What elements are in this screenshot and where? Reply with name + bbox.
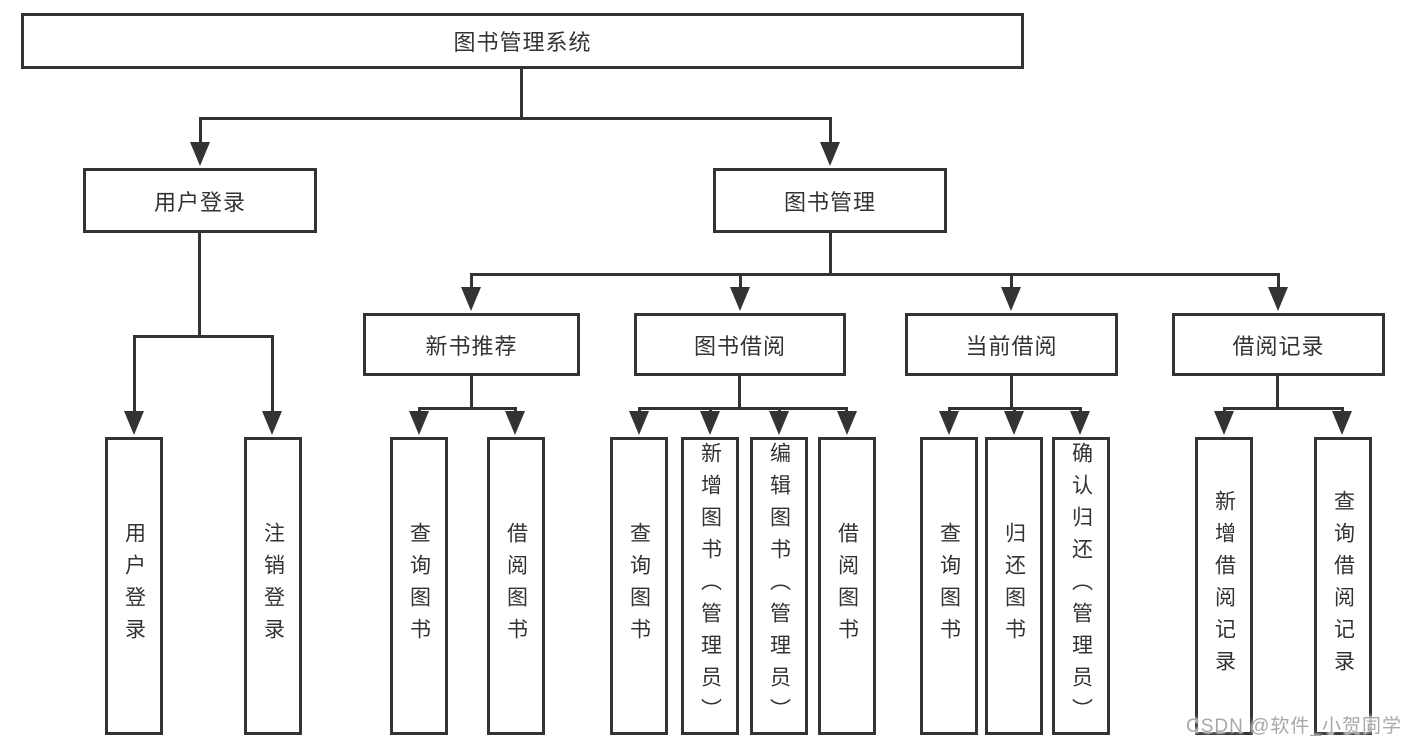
leaf-label: 借阅图书 bbox=[504, 522, 528, 650]
leaf-edit-books-admin: 编辑图书（管理员） bbox=[750, 437, 808, 735]
arrow-down-icon bbox=[461, 287, 481, 311]
arrow-down-icon bbox=[409, 411, 429, 435]
arrow-down-icon bbox=[837, 411, 857, 435]
arrow-down-icon bbox=[730, 287, 750, 311]
node-book-management-system: 图书管理系统 bbox=[21, 13, 1024, 69]
node-label: 新书推荐 bbox=[425, 333, 518, 359]
watermark: CSDN @软件_小贺同学 bbox=[1186, 716, 1402, 737]
arrow-down-icon bbox=[124, 411, 144, 435]
leaf-logout: 注销登录 bbox=[244, 437, 302, 735]
node-label: 借阅记录 bbox=[1232, 333, 1325, 359]
connector-line bbox=[198, 233, 201, 338]
leaf-add-borrow-record: 新增借阅记录 bbox=[1195, 437, 1253, 735]
connector-line bbox=[199, 117, 831, 120]
connector-line bbox=[271, 335, 274, 417]
connector-line bbox=[418, 407, 517, 410]
connector-line bbox=[829, 233, 832, 276]
connector-line bbox=[829, 117, 832, 148]
leaf-label: 编辑图书（管理员） bbox=[767, 442, 791, 730]
leaf-label: 归还图书 bbox=[1002, 522, 1026, 650]
node-borrow-records: 借阅记录 bbox=[1172, 313, 1385, 376]
arrow-down-icon bbox=[1004, 411, 1024, 435]
connector-line bbox=[470, 273, 473, 292]
node-label: 图书管理 bbox=[783, 189, 876, 215]
arrow-down-icon bbox=[820, 142, 840, 166]
leaf-query-books-recommend: 查询图书 bbox=[390, 437, 448, 735]
leaf-label: 新增图书（管理员） bbox=[698, 442, 722, 730]
leaf-user-login: 用户登录 bbox=[105, 437, 163, 735]
connector-line bbox=[199, 117, 202, 148]
leaf-query-books-current: 查询图书 bbox=[920, 437, 978, 735]
connector-line bbox=[1010, 376, 1013, 410]
connector-line bbox=[1277, 273, 1280, 292]
connector-line bbox=[1010, 273, 1013, 292]
connector-line bbox=[638, 407, 848, 410]
arrow-down-icon bbox=[262, 411, 282, 435]
leaf-label: 注销登录 bbox=[261, 522, 285, 650]
arrow-down-icon bbox=[1332, 411, 1352, 435]
leaf-borrow-books: 借阅图书 bbox=[818, 437, 876, 735]
leaf-add-books-admin: 新增图书（管理员） bbox=[681, 437, 739, 735]
connector-line bbox=[470, 273, 1280, 276]
leaf-return-books: 归还图书 bbox=[985, 437, 1043, 735]
node-label: 当前借阅 bbox=[965, 333, 1058, 359]
node-label: 图书借阅 bbox=[693, 333, 786, 359]
arrow-down-icon bbox=[629, 411, 649, 435]
connector-line bbox=[1223, 407, 1344, 410]
connector-line bbox=[739, 273, 742, 292]
node-current-borrow: 当前借阅 bbox=[905, 313, 1118, 376]
leaf-label: 查询借阅记录 bbox=[1331, 490, 1355, 682]
node-label: 用户登录 bbox=[153, 189, 246, 215]
node-label: 图书管理系统 bbox=[453, 30, 592, 55]
leaf-label: 查询图书 bbox=[937, 522, 961, 650]
connector-line bbox=[1276, 376, 1279, 410]
leaf-query-borrow-record: 查询借阅记录 bbox=[1314, 437, 1372, 735]
leaf-label: 借阅图书 bbox=[835, 522, 859, 650]
leaf-label: 查询图书 bbox=[627, 522, 651, 650]
leaf-borrow-books-recommend: 借阅图书 bbox=[487, 437, 545, 735]
leaf-label: 用户登录 bbox=[122, 522, 146, 650]
connector-line bbox=[133, 335, 136, 417]
node-book-management: 图书管理 bbox=[713, 168, 947, 233]
arrow-down-icon bbox=[769, 411, 789, 435]
connector-line bbox=[520, 69, 523, 119]
leaf-label: 查询图书 bbox=[407, 522, 431, 650]
node-new-book-recommend: 新书推荐 bbox=[363, 313, 580, 376]
leaf-confirm-return-admin: 确认归还（管理员） bbox=[1052, 437, 1110, 735]
leaf-label: 新增借阅记录 bbox=[1212, 490, 1236, 682]
arrow-down-icon bbox=[1070, 411, 1090, 435]
arrow-down-icon bbox=[1001, 287, 1021, 311]
connector-line bbox=[470, 376, 473, 410]
connector-line bbox=[738, 376, 741, 410]
node-user-login: 用户登录 bbox=[83, 168, 317, 233]
node-book-borrow: 图书借阅 bbox=[634, 313, 846, 376]
arrow-down-icon bbox=[190, 142, 210, 166]
arrow-down-icon bbox=[939, 411, 959, 435]
leaf-query-books-borrow: 查询图书 bbox=[610, 437, 668, 735]
leaf-label: 确认归还（管理员） bbox=[1069, 442, 1093, 730]
arrow-down-icon bbox=[505, 411, 525, 435]
arrow-down-icon bbox=[700, 411, 720, 435]
arrow-down-icon bbox=[1214, 411, 1234, 435]
connector-line bbox=[133, 335, 274, 338]
arrow-down-icon bbox=[1268, 287, 1288, 311]
